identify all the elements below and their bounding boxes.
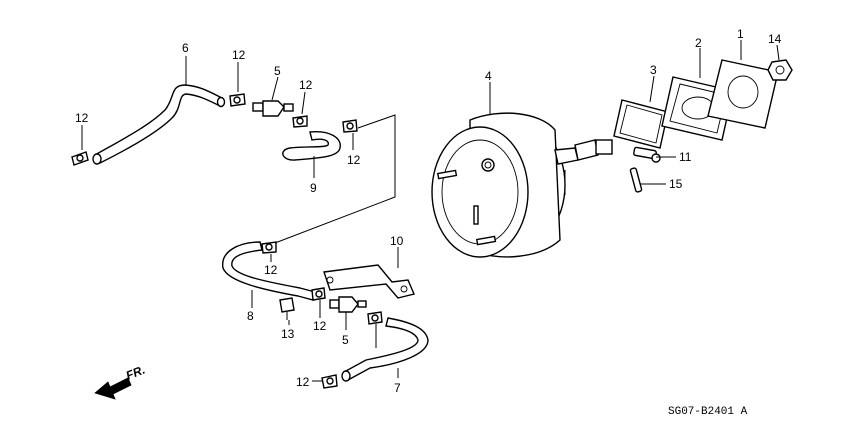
clevis-pin-11 [633,146,661,163]
callout-8: 8 [247,309,254,323]
reference-lines [81,40,780,382]
gasket-3 [613,99,669,149]
callout-12-bottom: 12 [296,375,310,389]
callout-3: 3 [650,63,657,77]
callout-6: 6 [182,41,189,55]
callout-7: 7 [394,381,401,395]
nut-14 [767,59,793,81]
callout-15: 15 [669,177,683,191]
callout-4: 4 [485,69,492,83]
vacuum-hose-upper [92,84,226,165]
callout-10: 10 [390,234,404,248]
hose-clamp-12-lower-top [261,241,277,254]
hose-clamp-12-bottom [321,374,338,389]
callout-12-top: 12 [232,48,246,62]
hose-clamp-12-lower-mid [311,287,326,301]
bolt-13 [279,297,295,320]
diagram-code: SG07-B2401 A [668,406,748,418]
check-valve-5-lower [329,296,367,313]
callout-5-upper: 5 [274,64,281,78]
front-direction-arrow-icon [94,377,132,400]
callout-2: 2 [695,36,702,50]
clip-15 [629,167,643,193]
callout-11: 11 [679,150,692,164]
callout-12-mid: 12 [299,78,313,92]
callout-9: 9 [310,181,317,195]
callout-12-right: 12 [347,153,361,167]
callout-12-lower-mid: 12 [313,319,327,333]
callout-12-lower-top: 12 [264,263,278,277]
vacuum-hose-9 [282,131,341,161]
front-direction-label: FR. [124,363,147,383]
gasket-1 [707,59,779,129]
check-valve-5-upper [252,100,294,117]
hose-clamp-12-left [71,151,89,166]
callout-14: 14 [768,32,782,46]
callout-1: 1 [737,27,744,41]
hose-clamp-12-right [342,119,358,133]
hose-clamp-12-mid [292,115,308,128]
hose-clamp-12-top [229,93,246,107]
hose-clamp-12-lower-right [367,311,383,325]
callout-12-left: 12 [75,111,89,125]
brake-booster-4 [431,112,613,258]
vacuum-hose-7 [341,317,429,382]
vacuum-hose-8 [222,241,316,301]
callout-5-lower: 5 [342,333,349,347]
bracket-10 [323,264,415,299]
callout-13: 13 [281,327,295,341]
